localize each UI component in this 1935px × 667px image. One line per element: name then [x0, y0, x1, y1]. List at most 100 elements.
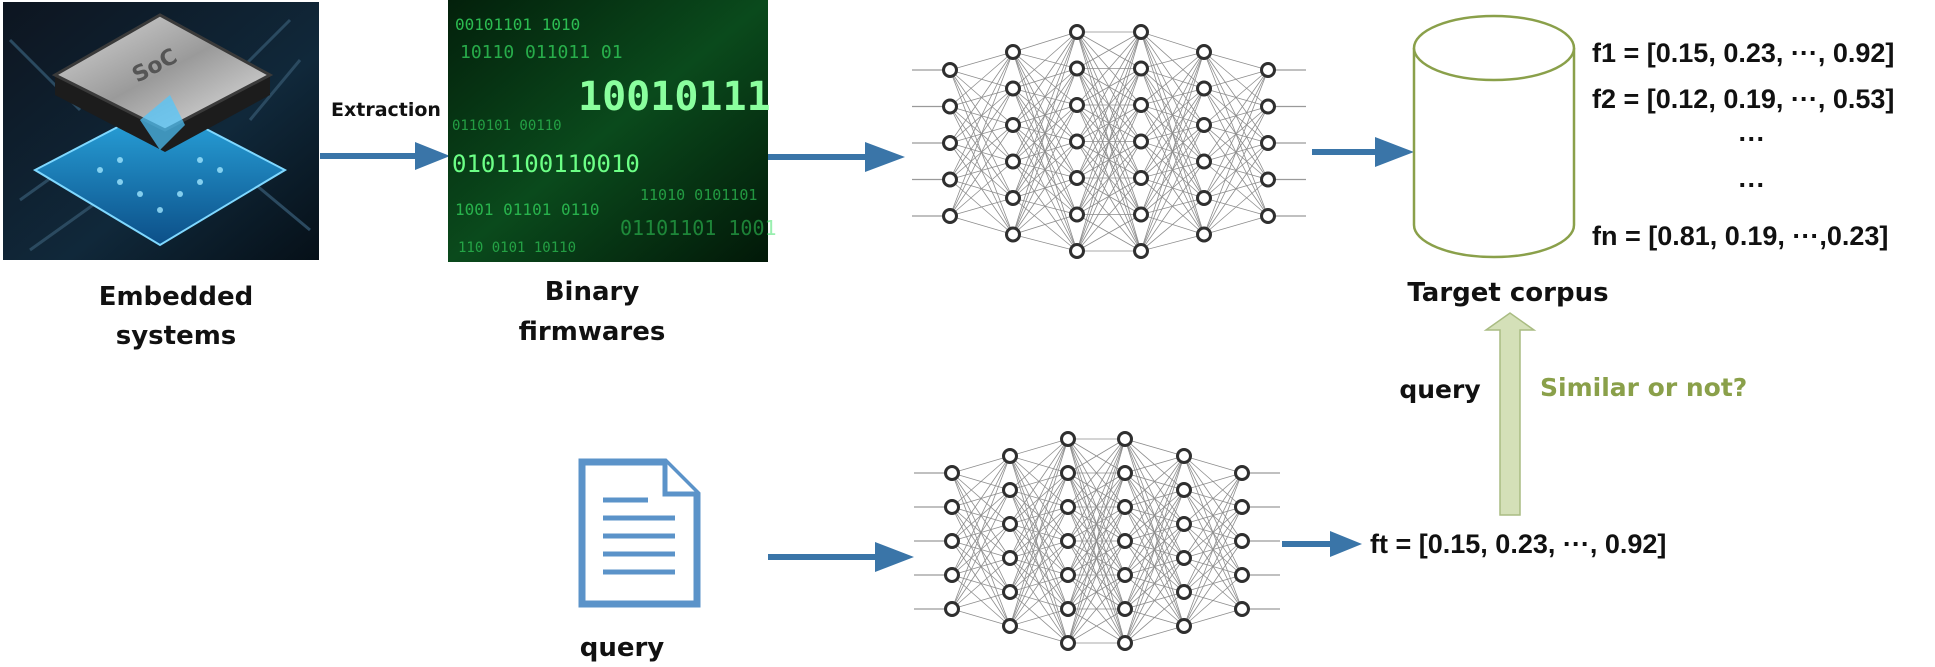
firmware-mid: 0101100110010 — [452, 150, 640, 178]
network-edge — [1076, 31, 1142, 252]
network-edge — [949, 197, 1014, 217]
network-node — [1196, 153, 1212, 170]
network-edge — [1203, 142, 1269, 235]
network-node — [1060, 601, 1076, 617]
network-node — [1234, 533, 1250, 549]
network-node — [1005, 80, 1021, 97]
network-edge — [1140, 161, 1205, 252]
firmware-row-6: 01101101 1001 — [620, 216, 777, 240]
network-edge — [1140, 51, 1205, 69]
firmware-row-5: 1001 01101 0110 — [455, 200, 600, 219]
network-edge — [1203, 69, 1269, 89]
chip-base — [32, 103, 288, 247]
network-node — [1133, 24, 1149, 40]
network-node — [1060, 567, 1076, 583]
network-node — [944, 533, 960, 549]
network-node — [1117, 431, 1133, 447]
network-node — [1060, 465, 1076, 481]
corpus-ellipsis-1: ··· — [1739, 124, 1766, 154]
network-node — [1060, 635, 1076, 651]
network-node — [944, 499, 960, 515]
network-node — [944, 567, 960, 583]
network-edge — [1076, 177, 1142, 252]
network-node — [1260, 208, 1276, 224]
network-edge — [1009, 540, 1069, 627]
network-node — [1133, 133, 1149, 150]
network-node — [1234, 567, 1250, 583]
network-edge — [1067, 438, 1126, 610]
network-edge — [1140, 51, 1205, 179]
network-edge — [1076, 141, 1142, 252]
network-edge — [1140, 197, 1205, 252]
network-edge — [1067, 574, 1126, 644]
network-edge — [1012, 31, 1078, 53]
network-node — [1117, 499, 1133, 515]
network-edge — [1203, 69, 1269, 235]
network-edge — [1124, 489, 1185, 644]
network-edge — [1009, 438, 1069, 457]
network-edge — [951, 523, 1011, 610]
network-node — [1176, 550, 1192, 566]
network-node — [1176, 482, 1192, 498]
network-edge — [1140, 51, 1205, 252]
network-edge — [1067, 608, 1126, 644]
binary-label-line1: Binary — [545, 277, 640, 307]
network-edge — [1009, 438, 1069, 559]
network-node — [1260, 171, 1276, 188]
network-node — [942, 208, 958, 224]
network-node — [1196, 117, 1212, 133]
network-node — [942, 171, 958, 188]
corpus-vector-f1: f1 = [0.15, 0.23, ···, 0.92] — [1592, 38, 1894, 68]
network-edge — [1183, 472, 1243, 627]
network-edge — [1012, 31, 1078, 162]
similarity-up-arrow — [1483, 312, 1537, 516]
network-edge — [951, 489, 1011, 610]
network-edge — [1140, 51, 1205, 106]
network-edge — [1012, 214, 1078, 235]
network-edge — [1124, 557, 1185, 644]
network-edge — [949, 124, 1014, 217]
corpus-vector-f2: f2 = [0.12, 0.19, ···, 0.53] — [1592, 84, 1894, 114]
network-edge — [1067, 438, 1126, 474]
network-edge — [1067, 540, 1126, 644]
network-edge — [1009, 506, 1069, 627]
network-edge — [1012, 141, 1078, 235]
network-edge — [949, 51, 1014, 71]
network-node — [1060, 533, 1076, 549]
network-edge — [949, 161, 1014, 217]
network-edge — [1012, 104, 1078, 235]
query-bottom-label: query — [580, 633, 665, 663]
firmware-row-3: 0110101 00110 — [452, 118, 562, 134]
network-node — [1069, 24, 1085, 40]
chip-light-beam — [140, 95, 185, 150]
network-node — [944, 601, 960, 617]
network-edge — [1203, 51, 1269, 71]
network-node — [1260, 135, 1276, 151]
network-node — [1234, 499, 1250, 515]
network-node — [1117, 601, 1133, 617]
network-edge — [1076, 104, 1142, 252]
network-edge — [1124, 438, 1185, 457]
network-edge — [1124, 591, 1185, 644]
network-node — [1196, 80, 1212, 97]
network-node — [942, 62, 958, 78]
network-edge — [949, 51, 1014, 144]
network-node — [1002, 516, 1018, 532]
network-edge — [1203, 215, 1269, 235]
corpus-ellipsis-2: ··· — [1739, 170, 1766, 200]
network-node — [944, 465, 960, 481]
network-node — [1002, 448, 1018, 464]
network-to-query-vector-arrow — [1282, 531, 1362, 557]
network-edge — [1183, 455, 1243, 474]
network-node — [1002, 550, 1018, 566]
network-edge — [1067, 438, 1126, 576]
network-edge — [1012, 234, 1078, 252]
query-side-label: query — [1399, 375, 1480, 404]
document-icon — [578, 458, 701, 608]
network-edge — [1124, 455, 1185, 474]
firmware-big: 10010111 — [578, 74, 771, 120]
network-edge — [1124, 455, 1185, 610]
firmware-row-2: 10110 011011 01 — [460, 42, 623, 63]
network-edge — [1012, 68, 1078, 235]
